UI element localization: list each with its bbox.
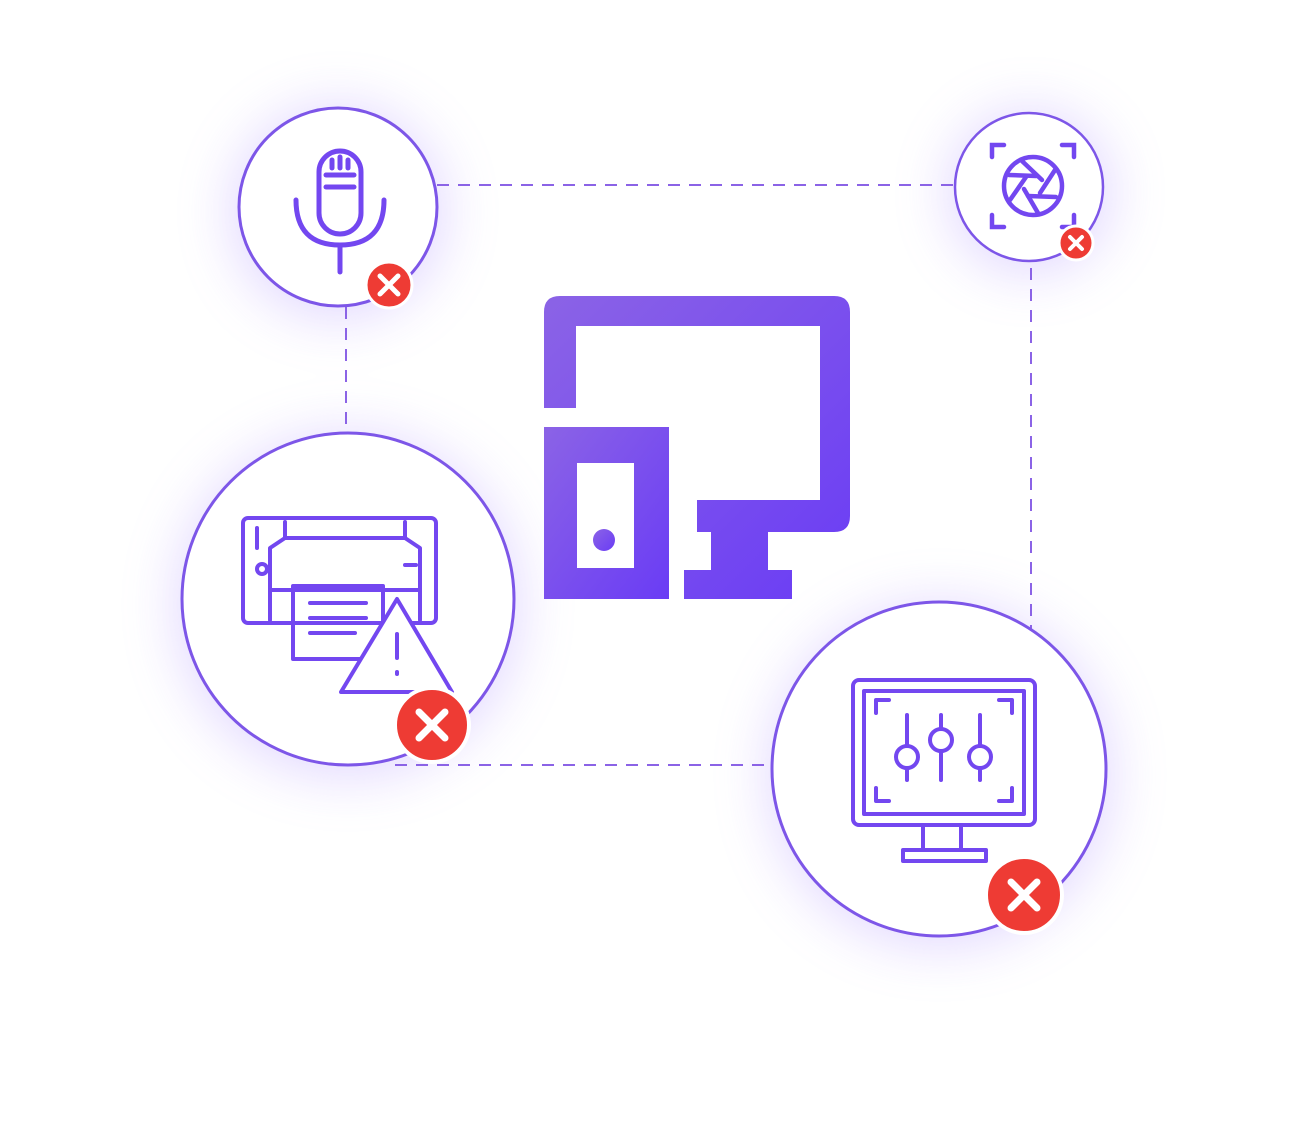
monitor-node[interactable] xyxy=(770,600,1108,938)
x-icon xyxy=(1007,878,1041,912)
microphone-icon xyxy=(293,148,387,275)
printer-node[interactable] xyxy=(180,431,516,767)
x-icon xyxy=(415,708,449,742)
printer-warning-icon xyxy=(241,516,454,694)
x-icon xyxy=(377,273,401,297)
monitor-settings-icon xyxy=(851,678,1037,863)
dashed-connectors xyxy=(345,184,1032,766)
webcam-error-badge xyxy=(1057,224,1095,262)
microphone-node[interactable] xyxy=(237,106,439,310)
monitor-error-badge xyxy=(984,855,1064,935)
printer-error-badge xyxy=(393,686,471,764)
microphone-circle xyxy=(237,106,439,308)
desktop-computer-tower-icon xyxy=(544,296,850,599)
webcam-node[interactable] xyxy=(953,111,1105,263)
microphone-error-badge xyxy=(364,260,414,310)
x-icon xyxy=(1068,235,1084,251)
